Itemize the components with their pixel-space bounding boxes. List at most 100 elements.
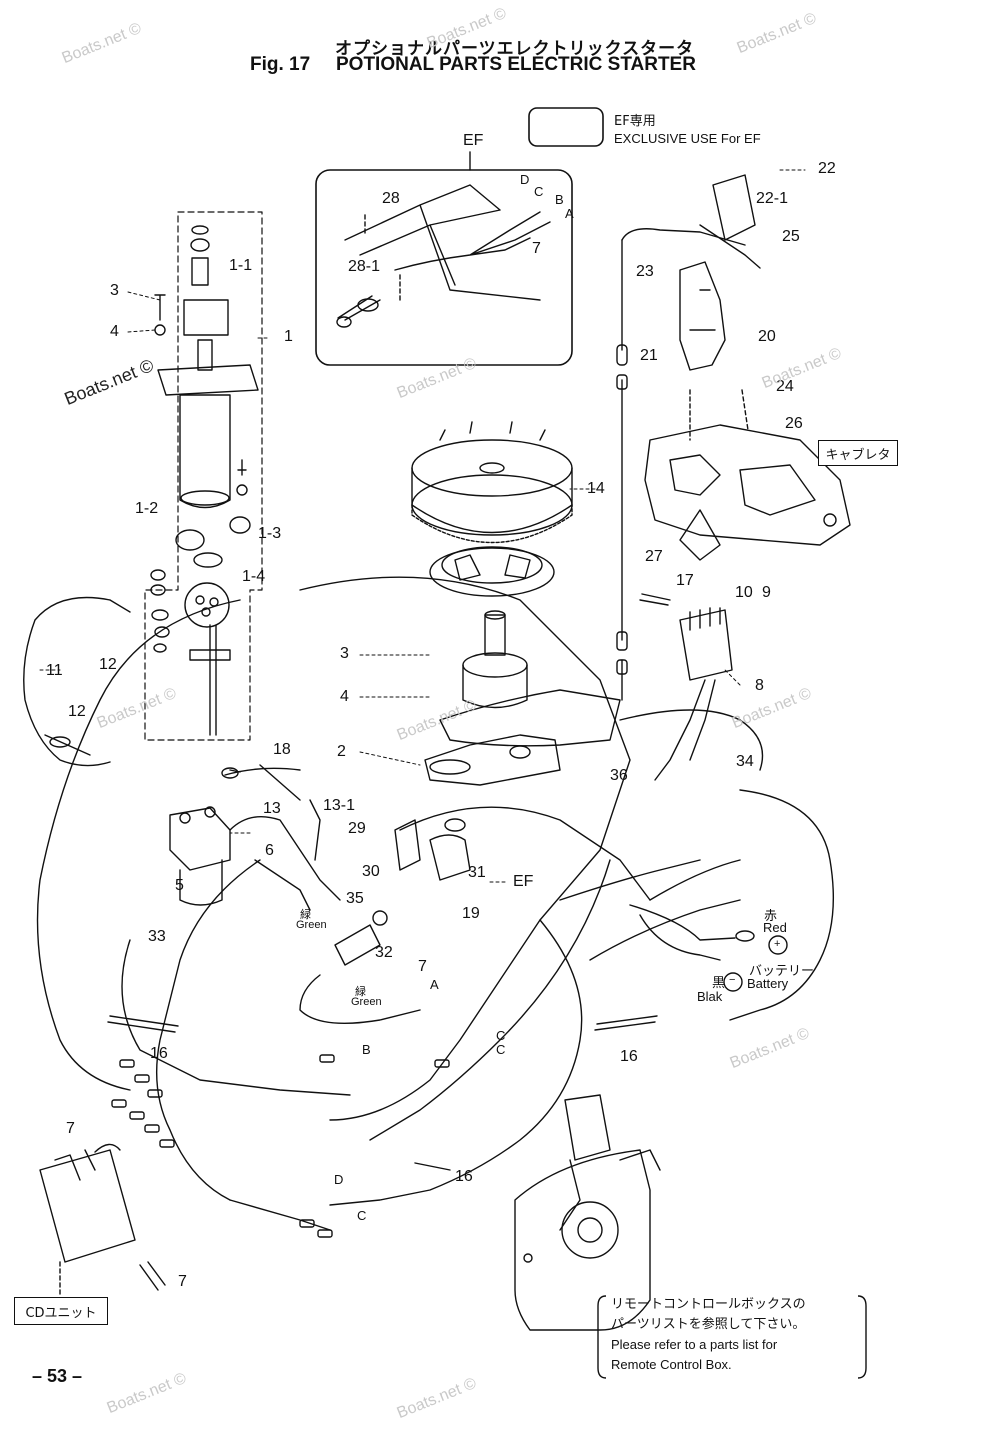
callout-33: 33 — [148, 928, 166, 945]
callout-13-1: 13-1 — [323, 797, 356, 814]
callout-30: 30 — [362, 863, 380, 880]
callout-7-mid: 7 — [418, 958, 427, 975]
callout-35: 35 — [346, 890, 364, 907]
callout-7-top: 7 — [532, 240, 541, 257]
carburetor-label-box: キャブレタ — [818, 440, 898, 466]
callout-36: 36 — [610, 767, 628, 784]
battery-plus: + — [774, 938, 781, 950]
inset-cable — [394, 211, 551, 271]
callout-2: 2 — [337, 743, 346, 760]
battery-label: Battery — [747, 976, 789, 991]
callout-20: 20 — [758, 328, 776, 345]
wire-green2-jp: 緑 — [355, 985, 366, 998]
callout-4a: 4 — [110, 323, 119, 340]
callout-9: 9 — [762, 584, 771, 601]
callout-26: 26 — [785, 415, 803, 432]
callout-1-2: 1-2 — [135, 500, 159, 517]
main-harness — [299, 576, 631, 1121]
callout-21: 21 — [640, 347, 658, 364]
starter-group-box — [144, 211, 263, 741]
battery-cable — [629, 904, 736, 961]
callout-B-low: B — [362, 1042, 371, 1057]
callout-7-cd2: 7 — [178, 1273, 187, 1290]
callout-C-low3: C — [357, 1208, 367, 1223]
callout-1-3: 1-3 — [258, 525, 282, 542]
callout-EF-mid: EF — [513, 873, 534, 890]
callout-28: 28 — [382, 190, 400, 207]
wire-green1: Green — [296, 919, 327, 931]
callout-A-top: A — [565, 206, 574, 221]
callout-23: 23 — [636, 263, 654, 280]
figure-number: Fig. 17 — [250, 54, 311, 75]
battery-black-label: Blak — [697, 989, 723, 1004]
callout-18: 18 — [273, 741, 291, 758]
wire-green2: Green — [351, 996, 382, 1008]
cd-unit-label-box: CDユニット — [14, 1297, 108, 1325]
callout-D-top: D — [520, 172, 530, 187]
callout-1-1: 1-1 — [229, 257, 253, 274]
callout-8: 8 — [755, 677, 764, 694]
callout-B-top: B — [555, 192, 564, 207]
callout-19: 19 — [462, 905, 480, 922]
callout-34: 34 — [736, 753, 754, 770]
callout-14: 14 — [587, 480, 605, 497]
note-en-line2: Remote Control Box. — [611, 1357, 732, 1372]
callout-24: 24 — [776, 378, 794, 395]
callout-16b: 16 — [620, 1048, 638, 1065]
callout-1: 1 — [284, 328, 293, 345]
battery-minus: − — [729, 974, 736, 986]
solenoid-shape — [169, 806, 231, 906]
callout-17: 17 — [676, 572, 694, 589]
callout-22: 22 — [818, 160, 836, 177]
callout-10: 10 — [735, 584, 753, 601]
note-brackets — [597, 1295, 867, 1379]
callout-6: 6 — [265, 842, 274, 859]
callout-A-mid: A — [430, 977, 439, 992]
note-jp-line2: パーツリストを参照して下さい。 — [611, 1317, 806, 1332]
carburetor-shape — [644, 424, 851, 561]
inset-bracket — [344, 184, 541, 301]
callout-C-top: C — [534, 184, 544, 199]
callout-13: 13 — [263, 800, 281, 817]
callout-3b: 3 — [340, 645, 349, 662]
remote-control-shape — [514, 1094, 661, 1331]
callout-3a: 3 — [110, 282, 119, 299]
callout-4b: 4 — [340, 688, 349, 705]
callout-C-low1: C — [496, 1028, 506, 1043]
battery-jp: バッテリー — [749, 964, 815, 979]
callout-16a: 16 — [150, 1045, 168, 1062]
callout-32: 32 — [375, 944, 393, 961]
stator-shape — [429, 546, 555, 597]
callout-12a: 12 — [99, 656, 117, 673]
ef-inset-box — [315, 169, 573, 366]
inset-label-ef: EF — [463, 132, 484, 149]
harness-11 — [23, 596, 111, 767]
figure-title: POTIONAL PARTS ELECTRIC STARTER — [336, 54, 696, 75]
callout-28-1: 28-1 — [348, 258, 381, 275]
page-number: – 53 – — [32, 1366, 83, 1386]
note-en-line1: Please refer to a parts list for — [611, 1337, 778, 1352]
battery-red-label: Red — [763, 920, 787, 935]
battery-red-jp: 赤 — [764, 909, 778, 924]
wire-green1-jp: 緑 — [300, 908, 311, 921]
cd-unit-shape — [39, 1149, 136, 1263]
callout-D-low: D — [334, 1172, 344, 1187]
callout-29: 29 — [348, 820, 366, 837]
callout-7-cd1: 7 — [66, 1120, 75, 1137]
bracket-20 — [679, 261, 726, 371]
legend-swatch — [528, 107, 604, 147]
battery-black-jp: 黒 — [712, 976, 726, 991]
rectifier-8 — [679, 609, 733, 681]
note-jp-line1: リモートコントロールボックスの — [611, 1297, 806, 1312]
switch-22 — [712, 174, 756, 241]
callout-11: 11 — [46, 662, 63, 679]
callout-5: 5 — [175, 877, 184, 894]
callout-16c: 16 — [455, 1168, 473, 1185]
callout-27: 27 — [645, 548, 663, 565]
callout-C-low2: C — [496, 1042, 506, 1057]
flywheel-shape — [411, 421, 573, 544]
callout-22-1: 22-1 — [756, 190, 789, 207]
legend-en: EXCLUSIVE USE For EF — [614, 131, 761, 146]
